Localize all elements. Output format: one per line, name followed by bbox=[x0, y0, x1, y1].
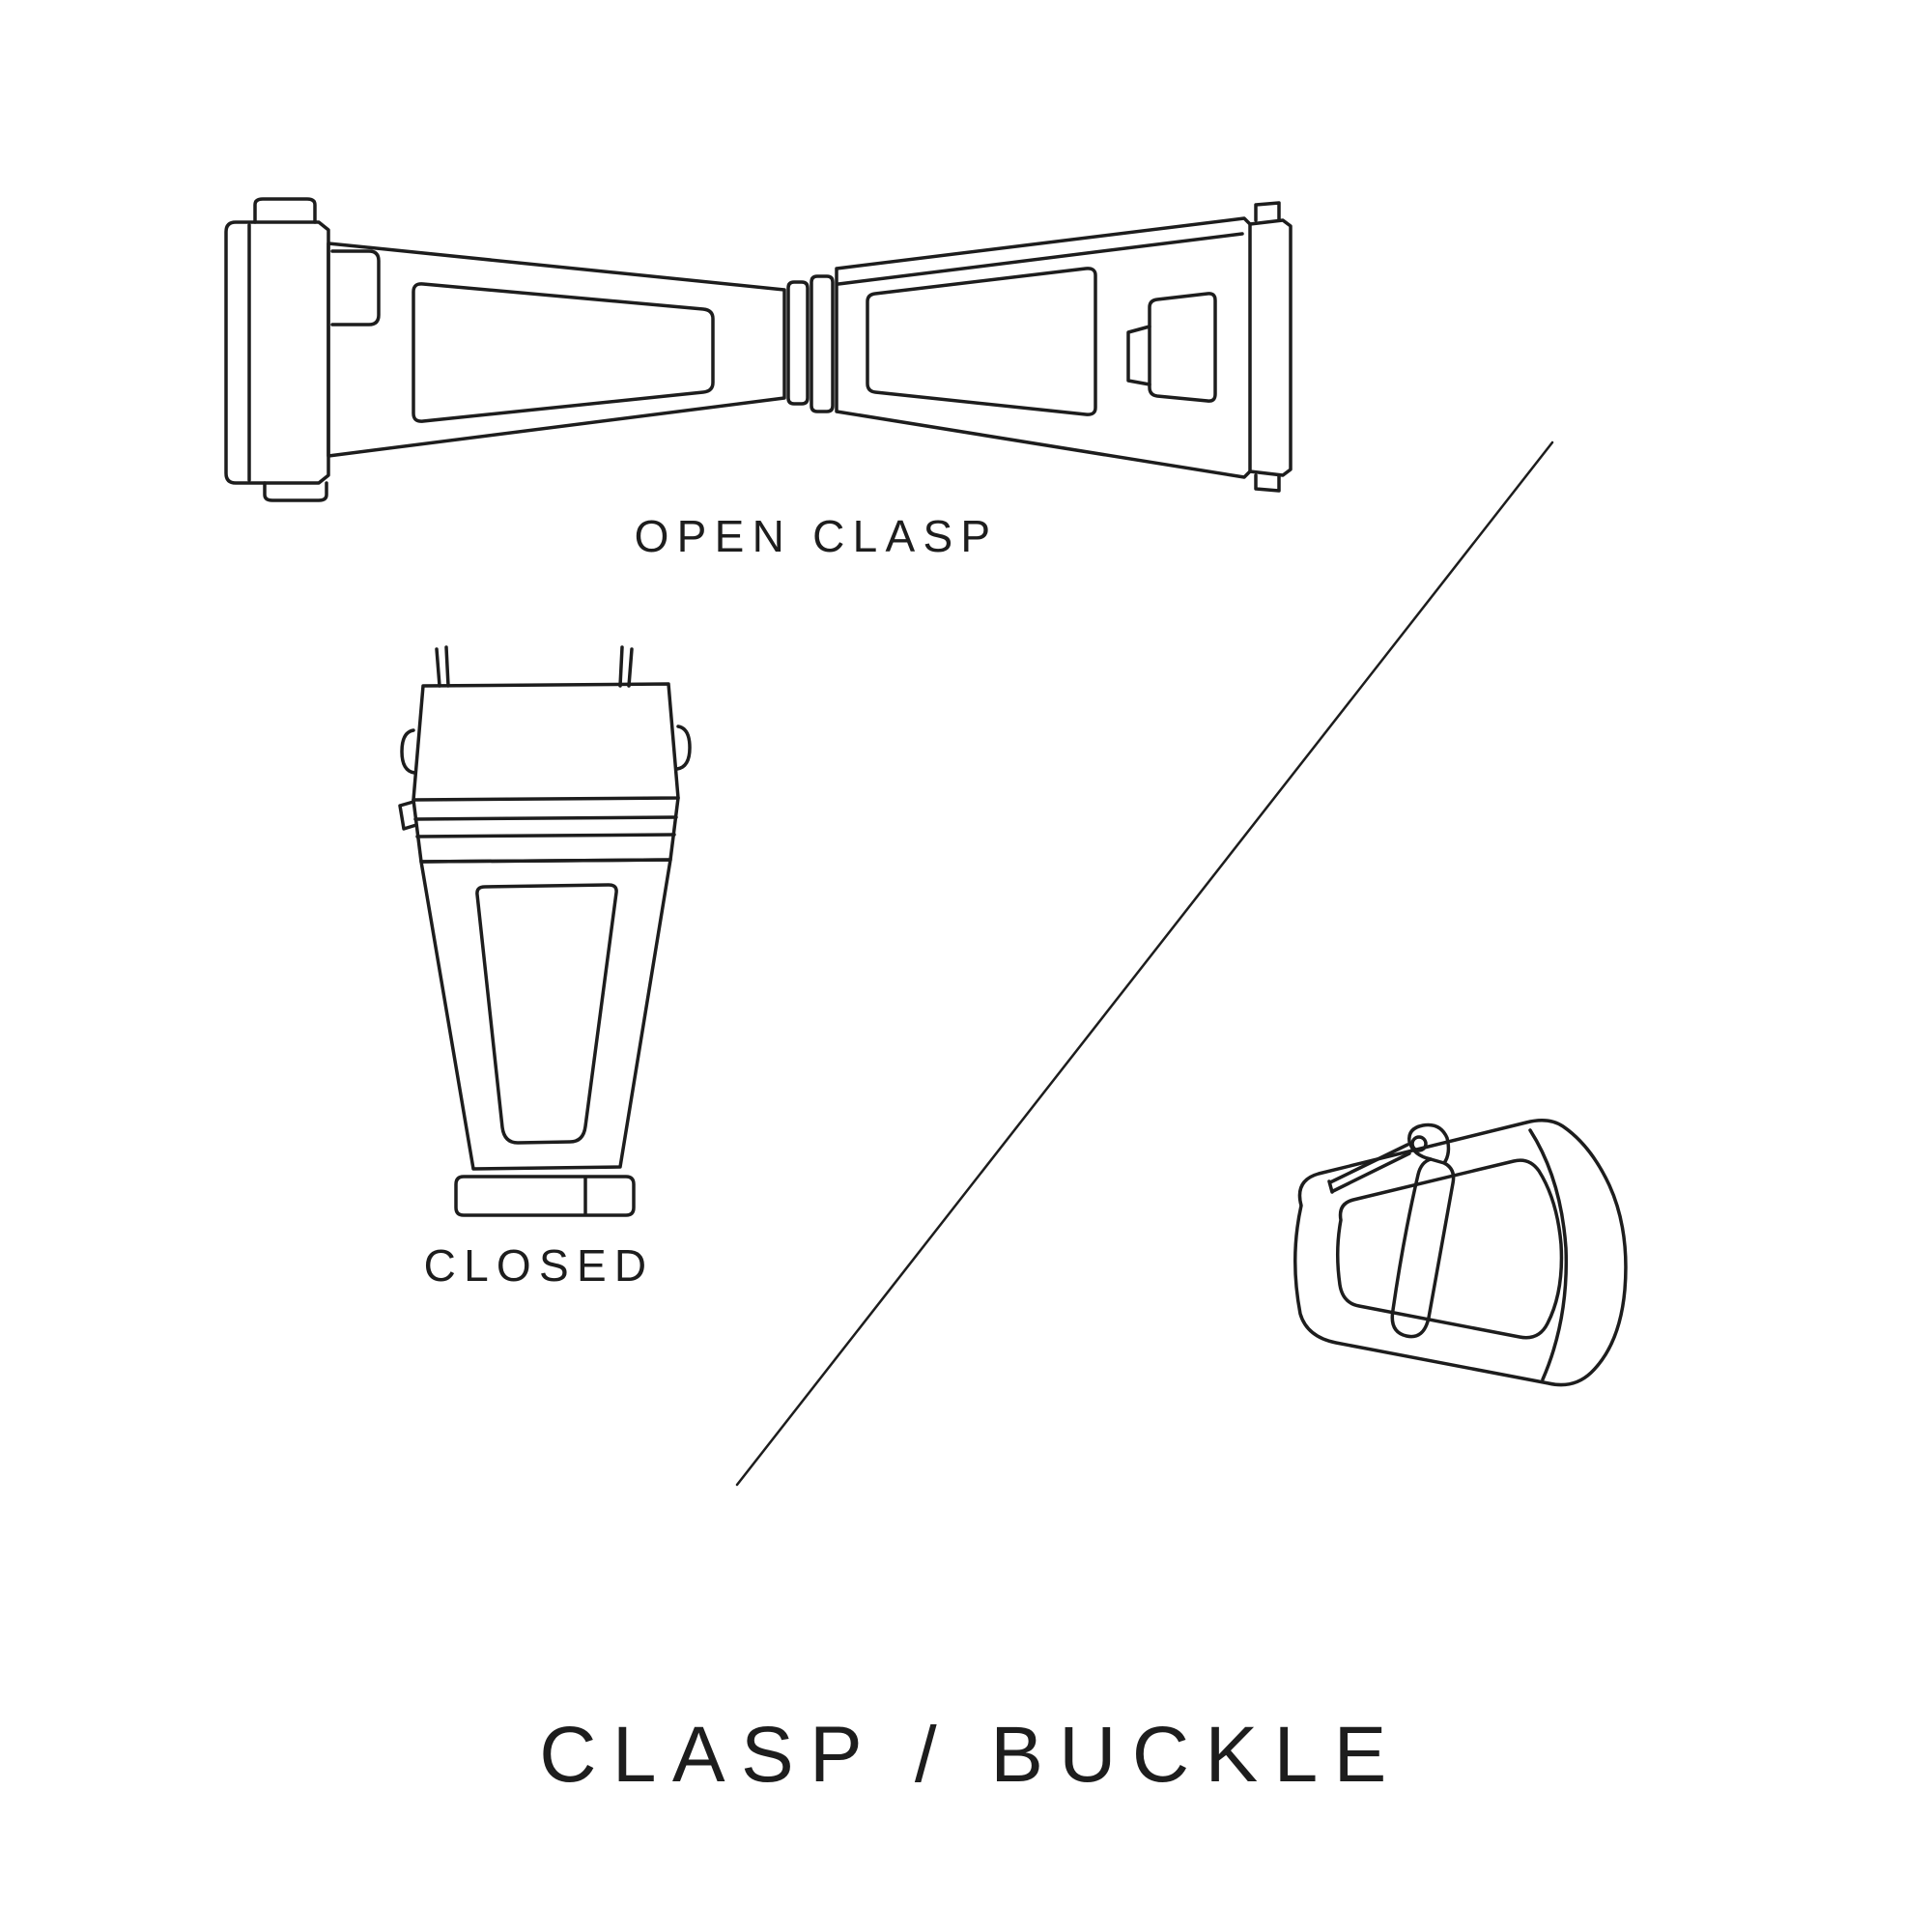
tang-buckle-icon bbox=[1293, 1119, 1628, 1387]
closed-clasp-icon bbox=[398, 645, 692, 1217]
page-title: CLASP / BUCKLE bbox=[539, 1711, 1403, 1799]
closed-label: CLOSED bbox=[423, 1240, 655, 1291]
closed-clasp-illustration bbox=[386, 638, 705, 1222]
open-clasp-illustration bbox=[222, 193, 1314, 512]
buckle-illustration bbox=[1241, 1092, 1647, 1449]
divider-line-icon bbox=[735, 440, 1554, 1487]
diagonal-divider bbox=[729, 435, 1560, 1492]
open-clasp-label: OPEN CLASP bbox=[634, 511, 999, 561]
open-clasp-icon bbox=[224, 197, 1293, 502]
